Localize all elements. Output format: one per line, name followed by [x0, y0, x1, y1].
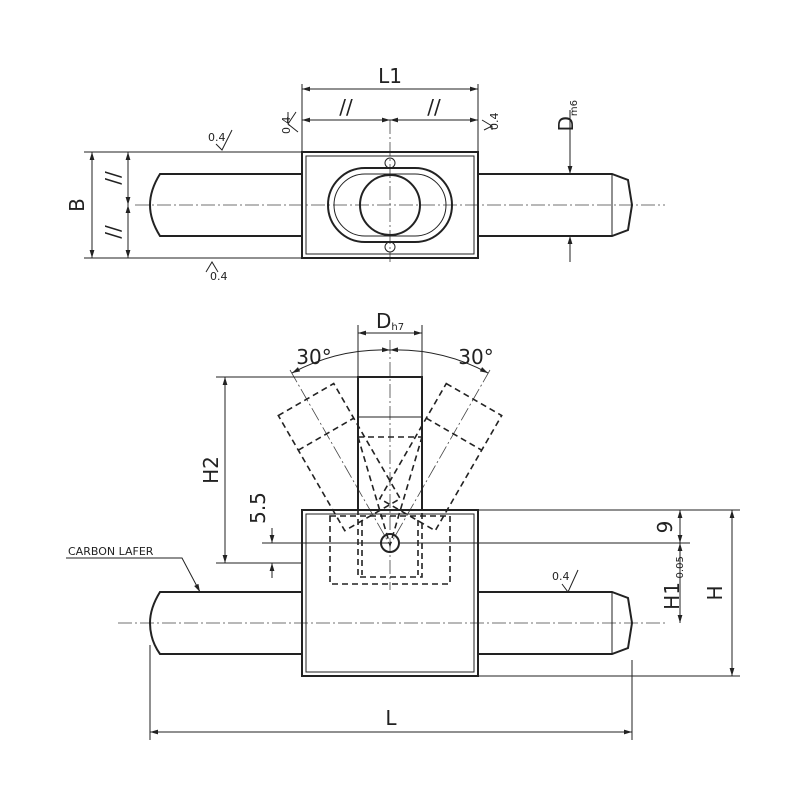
top-block [301, 151, 479, 259]
front-hidden-slot [329, 515, 451, 585]
top-small-hole-upper [384, 157, 396, 169]
carbon-lafer-note: CARBON LAFER [68, 545, 154, 558]
dim-dh7-label: Dh7 [376, 309, 404, 333]
parallel-mark-top-right: // [427, 95, 441, 119]
svg-text:0.4: 0.4 [488, 113, 501, 131]
front-30deg-left-centerline [289, 369, 391, 546]
carbon-lafer-leader [66, 557, 201, 593]
top-center-hole [359, 174, 421, 236]
front-tilted-post-left [277, 382, 402, 532]
top-left-pin [148, 173, 302, 237]
dim-dm6-label: Dm6 [554, 100, 580, 132]
dim-b-label: B [65, 198, 89, 212]
dim-h2-label: H2 [199, 456, 223, 484]
parallel-mark-b-upper: // [101, 171, 125, 185]
front-30deg-right-centerline [389, 369, 491, 546]
svg-text:0.4: 0.4 [552, 570, 570, 583]
parallel-mark-top-left: // [339, 95, 353, 119]
roughness-mark-bottom-pin: 0.4 [205, 261, 228, 283]
angle-right-label: 30° [458, 345, 493, 369]
angle-arc-right [389, 347, 489, 374]
dim-l-label: L [385, 706, 397, 730]
svg-text:0.4: 0.4 [280, 117, 293, 135]
front-hidden-post [357, 436, 423, 578]
top-block-inner [305, 155, 475, 255]
front-view: Dh7 30° 30° H2 5.5 9 H1-0.05 H L [66, 309, 740, 740]
parallel-mark-b-lower: // [101, 225, 125, 239]
roughness-mark-left-face: 0.4 [280, 111, 299, 135]
dim-9-label: 9 [653, 521, 677, 534]
dim-5-5-label: 5.5 [246, 492, 270, 524]
roughness-mark-front-pin: 0.4 [552, 569, 579, 593]
angle-left-label: 30° [296, 345, 331, 369]
top-view: L1 // // 0.4 0.4 0.4 0.4 B // [65, 64, 665, 283]
svg-text:0.4: 0.4 [208, 131, 226, 144]
svg-text:0.4: 0.4 [210, 270, 228, 283]
dim-l1-label: L1 [378, 64, 402, 88]
roughness-mark-top-pin: 0.4 [208, 129, 233, 151]
dim-h-label: H [703, 585, 727, 600]
angle-arc-left [291, 347, 391, 374]
svg-text:Dm6: Dm6 [554, 100, 580, 132]
top-small-hole-lower [384, 241, 396, 253]
roughness-mark-right-face: 0.4 [481, 113, 501, 131]
front-left-pin [148, 591, 302, 655]
front-tilted-post-right [378, 382, 503, 532]
front-hidden-cone [357, 436, 423, 548]
svg-text:H1-0.05: H1-0.05 [660, 556, 686, 610]
front-block-inner [305, 513, 475, 673]
front-hidden-walls [361, 520, 419, 575]
dim-h1-label: H1-0.05 [660, 556, 686, 610]
